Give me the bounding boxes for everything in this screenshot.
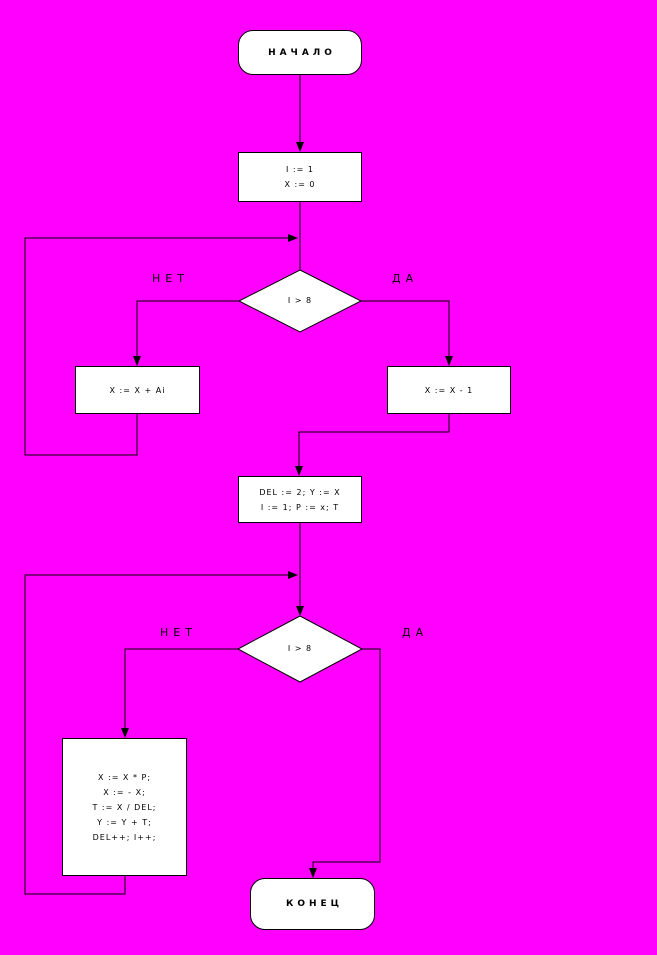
arrowhead-into-end xyxy=(309,868,317,878)
process-text-line: X := X + Ai xyxy=(109,385,166,395)
edge-decision1-yes xyxy=(361,300,450,364)
process-text-line: X := X * P; xyxy=(97,772,152,782)
process-init: I := 1 X := 0 xyxy=(238,152,362,202)
process-text-line: DEL++; I++; xyxy=(92,832,157,842)
arrowhead-into-decision2 xyxy=(296,606,304,616)
process-text-line: X := - X; xyxy=(103,787,146,797)
process-sub: X := X - 1 xyxy=(387,366,511,414)
edge-sub-init2 xyxy=(298,414,450,474)
arrowhead-into-sub xyxy=(445,356,453,366)
arrowhead-loop1-join xyxy=(288,234,298,242)
end-terminator: КОНЕЦ xyxy=(250,878,375,930)
decision2-condition: I > 8 xyxy=(287,644,313,653)
process-text-line: T := X / DEL; xyxy=(92,802,157,812)
arrowhead-loop2-join xyxy=(288,571,298,579)
decision1-diamond xyxy=(237,269,363,333)
edge-loop1-back xyxy=(24,237,296,456)
start-label: НАЧАЛО xyxy=(268,47,336,58)
process-text-line: X := X - 1 xyxy=(424,385,474,395)
edge-decision1-no xyxy=(136,300,239,364)
decision2-diamond xyxy=(236,615,364,683)
edge-decision2-no xyxy=(124,648,238,736)
arrowhead-into-init xyxy=(296,142,304,152)
process-add: X := X + Ai xyxy=(75,366,200,414)
decision1-condition: I > 8 xyxy=(287,296,313,305)
edge-loop2-back xyxy=(24,574,296,895)
start-terminator: НАЧАЛО xyxy=(238,30,362,75)
decision2-no-label: НЕТ xyxy=(160,626,197,639)
process-text-line: Y := Y + T; xyxy=(97,817,152,827)
decision1-yes-label: ДА xyxy=(392,272,419,285)
process-init2: DEL := 2; Y := X I := 1; P := x; T xyxy=(238,476,362,523)
process-text-line: I := 1 xyxy=(286,165,314,174)
edge-decision2-yes xyxy=(312,648,381,876)
end-label: КОНЕЦ xyxy=(285,899,344,909)
process-text-line: X := 0 xyxy=(284,180,316,189)
process-loop-body: X := X * P; X := - X; T := X / DEL; Y :=… xyxy=(62,738,187,876)
process-text-line: DEL := 2; Y := X xyxy=(259,487,341,497)
arrowhead-into-body xyxy=(121,728,129,738)
arrowhead-into-init2 xyxy=(295,466,303,476)
process-text-line: I := 1; P := x; T xyxy=(260,502,340,512)
decision1-no-label: НЕТ xyxy=(152,272,189,285)
arrowhead-into-add xyxy=(133,356,141,366)
decision2-yes-label: ДА xyxy=(402,626,429,639)
